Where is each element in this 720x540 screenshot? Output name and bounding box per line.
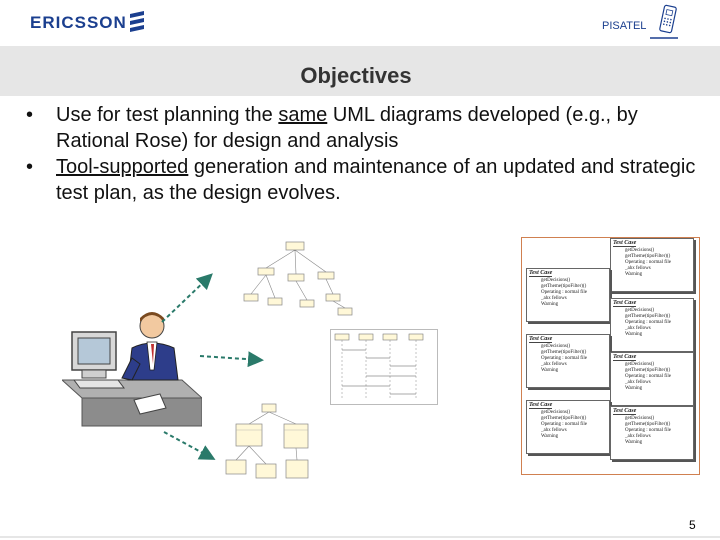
header-band [0, 0, 720, 50]
bullet-list: • Use for test planning the same UML dia… [26, 102, 706, 206]
bullet-1-underlined: same [278, 104, 328, 126]
test-case-line: getDecisions() [541, 278, 571, 283]
test-case-line: getDecisions() [625, 362, 655, 367]
pisatel-phone-icon [650, 4, 678, 39]
test-case-card: Test Case getDecisions() getTheme(tipoFi… [610, 238, 694, 292]
test-case-card: Test Case getDecisions() getTheme(tipoFi… [610, 406, 694, 460]
test-case-line: getTheme(tipoFilter)() [541, 416, 587, 421]
bullet-marker: • [26, 104, 34, 126]
test-case-line: getDecisions() [625, 416, 655, 421]
test-case-line: Operating : normal file [625, 374, 671, 379]
arrow-icon [161, 273, 213, 323]
test-case-line: _ahx fellows [541, 428, 567, 433]
test-case-line: Operating : normal file [625, 320, 671, 325]
test-case-line: Warning [625, 440, 643, 445]
test-case-line: _ahx fellows [625, 434, 651, 439]
footer-divider [0, 536, 720, 538]
bullet-marker: • [26, 156, 34, 178]
test-case-heading: Test Case [529, 336, 553, 343]
page-number: 5 [689, 518, 696, 532]
test-case-line: getTheme(tipoFilter)() [625, 368, 671, 373]
slide-title: Objectives [300, 63, 412, 88]
bullet-1-text-b: UML diagrams developed (e.g., by Rationa… [56, 104, 638, 152]
test-case-line: Warning [625, 272, 643, 277]
test-case-card: Test Case getDecisions() getTheme(tipoFi… [610, 352, 694, 406]
title-band [0, 46, 720, 96]
test-case-line: _ahx fellows [625, 380, 651, 385]
bullet-item-1: • Use for test planning the same UML dia… [26, 102, 706, 154]
test-case-line: Warning [625, 386, 643, 391]
test-case-line: getTheme(tipoFilter)() [541, 350, 587, 355]
test-case-line: Warning [541, 434, 559, 439]
test-case-heading: Test Case [529, 270, 553, 277]
test-case-line: Operating : normal file [625, 260, 671, 265]
test-case-line: Operating : normal file [625, 428, 671, 433]
test-case-line: getTheme(tipoFilter)() [625, 314, 671, 319]
test-case-line: _ahx fellows [625, 326, 651, 331]
pisatel-label: PISATEL [602, 20, 647, 32]
bullet-1-text-a: Use for test planning the [56, 104, 279, 126]
arrow-icon [199, 351, 264, 368]
test-case-line: getDecisions() [625, 248, 655, 253]
test-case-line: Warning [625, 332, 643, 337]
test-case-heading: Test Case [613, 408, 637, 415]
test-case-line: Operating : normal file [541, 422, 587, 427]
test-case-line: _ahx fellows [541, 362, 567, 367]
test-case-card: Test Case getDecisions() getTheme(tipoFi… [610, 298, 694, 352]
bullet-item-2: • Tool-supported generation and maintena… [26, 154, 706, 206]
test-case-card: Test Case getDecisions() getTheme(tipoFi… [526, 334, 610, 388]
bullet-2-underlined: Tool-supported [56, 156, 189, 178]
test-case-line: Operating : normal file [541, 356, 587, 361]
test-case-line: getDecisions() [541, 410, 571, 415]
test-case-card: Test Case getDecisions() getTheme(tipoFi… [526, 400, 610, 454]
activity-diagram-thumbnail [238, 238, 360, 326]
ericsson-logo: ERICSSON [30, 13, 127, 32]
arrow-icon [163, 431, 216, 460]
test-case-heading: Test Case [613, 354, 637, 361]
class-diagram-thumbnail [222, 402, 320, 488]
sequence-diagram-thumbnail [330, 329, 438, 405]
test-case-line: getTheme(tipoFilter)() [541, 284, 587, 289]
test-case-heading: Test Case [529, 402, 553, 409]
test-case-line: Operating : normal file [541, 290, 587, 295]
ericsson-logo-icon [130, 11, 144, 32]
test-plan-box [521, 237, 700, 475]
person-at-computer-icon [62, 312, 202, 427]
test-case-line: getDecisions() [625, 308, 655, 313]
test-case-line: getDecisions() [541, 344, 571, 349]
bullet-2-text: generation and maintenance of an updated… [56, 156, 696, 204]
test-case-line: Warning [541, 368, 559, 373]
test-case-line: getTheme(tipoFilter)() [625, 254, 671, 259]
test-case-heading: Test Case [613, 300, 637, 307]
test-case-line: getTheme(tipoFilter)() [625, 422, 671, 427]
test-case-line: _ahx fellows [625, 266, 651, 271]
test-case-line: Warning [541, 302, 559, 307]
test-case-line: _ahx fellows [541, 296, 567, 301]
test-case-card: Test Case getDecisions() getTheme(tipoFi… [526, 268, 610, 322]
test-case-heading: Test Case [613, 240, 637, 247]
arrow-group [161, 273, 264, 460]
